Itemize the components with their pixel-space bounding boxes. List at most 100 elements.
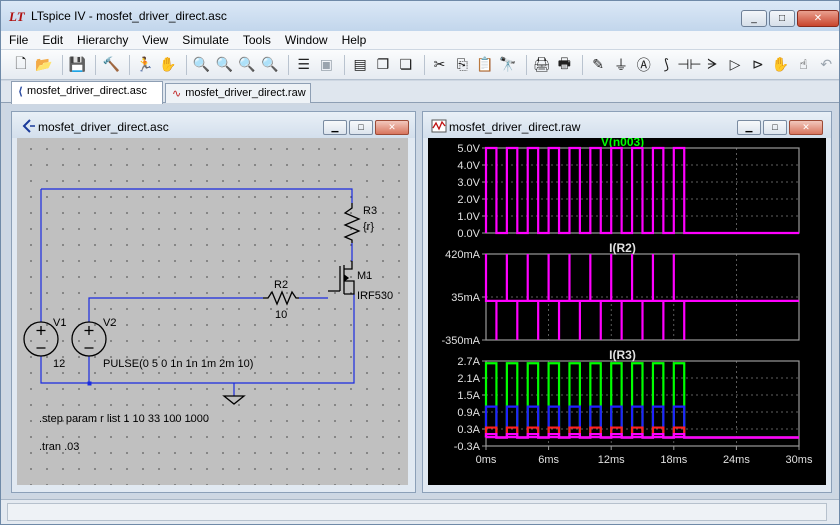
close-button[interactable]: ✕ (797, 10, 839, 27)
fft-icon[interactable]: ▣ (319, 56, 334, 72)
undo-icon[interactable]: ↶ (820, 56, 833, 72)
find-icon[interactable]: 🔭 (499, 56, 517, 72)
ground-icon[interactable]: ⏚ (613, 56, 628, 73)
r2-value-label: 10 (275, 309, 287, 321)
y-tick-label: 1.5A (457, 390, 480, 402)
document-tab-bar: ⟨ mosfet_driver_direct.asc ∿ mosfet_driv… (1, 81, 839, 104)
waveform-window-titlebar[interactable]: mosfet_driver_direct.raw ▁ □ ✕ (423, 112, 831, 138)
zoom-in-icon[interactable]: 🔍 (192, 56, 211, 72)
schematic-canvas[interactable]: R3 {r} M1 IRF530 R2 (17, 138, 408, 485)
wire-v2-to-r2 (88, 297, 263, 322)
menu-edit[interactable]: Edit (42, 33, 64, 47)
y-tick-label: 0.3A (457, 424, 480, 436)
resistor-icon[interactable]: ⟆ (663, 56, 670, 72)
voltage-source-v1: V1 12 (23, 317, 66, 370)
halt-icon[interactable]: ✋ (159, 56, 177, 72)
y-tick-label: 3.0V (457, 177, 480, 189)
zoom-out-icon[interactable]: 🔍 (238, 56, 256, 72)
autoscale-icon[interactable]: ☰ (297, 56, 310, 72)
resistor-r2: R2 10 (263, 279, 299, 321)
component-icon[interactable]: ⊳ (751, 56, 764, 72)
y-tick-label: 2.7A (457, 356, 480, 368)
maximize-button[interactable]: □ (769, 10, 795, 27)
toolbar-separator (423, 54, 425, 75)
label-net-icon[interactable]: Ⓐ (636, 56, 651, 73)
cascade-icon[interactable]: ❐ (376, 56, 390, 72)
resistor-r3: R3 {r} (343, 203, 377, 243)
toolbar-separator (287, 54, 289, 75)
minimize-button[interactable]: _ (741, 10, 767, 27)
v1-name-label: V1 (53, 317, 66, 329)
print-setup-icon[interactable]: 🖨 (532, 56, 551, 72)
capacitor-icon[interactable]: ⊣⊢ (677, 56, 702, 72)
schematic-close-button[interactable]: ✕ (375, 120, 409, 135)
zoom-fit-icon[interactable]: 🔍 (261, 56, 279, 72)
maximize-icon: □ (778, 12, 786, 24)
voltage-source-v2: V2 PULSE(0 5 0 1n 1n 1m 2m 10) (71, 317, 253, 370)
y-tick-label: 2.0V (457, 194, 480, 206)
wires (40, 188, 355, 396)
pan-icon[interactable]: 🔍 (215, 56, 234, 72)
ltspice-logo-icon: LT (9, 9, 25, 24)
waveform-window-title: mosfet_driver_direct.raw (449, 120, 581, 134)
status-bar (1, 499, 839, 524)
tile-vertical-icon[interactable]: ❏ (399, 56, 413, 72)
tran-directive[interactable]: .tran .03 (39, 441, 79, 453)
menu-view[interactable]: View (142, 33, 169, 47)
tab-schematic[interactable]: ⟨ mosfet_driver_direct.asc (11, 81, 163, 104)
schematic-minimize-button[interactable]: ▁ (323, 120, 347, 135)
menu-hierarchy[interactable]: Hierarchy (77, 33, 129, 47)
drag-icon[interactable]: ☝ (799, 56, 808, 72)
waveform-icon: ∿ (172, 88, 182, 100)
waveform-close-button[interactable]: ✕ (789, 120, 823, 135)
tab-schematic-label: mosfet_driver_direct.asc (27, 85, 147, 97)
menu-simulate[interactable]: Simulate (182, 33, 229, 47)
y-tick-label: -350mA (441, 335, 480, 347)
copy-icon[interactable]: ⎘ (456, 56, 468, 72)
y-tick-label: 4.0V (457, 160, 480, 172)
x-tick-label: 30ms (786, 454, 813, 466)
schematic-maximize-button[interactable]: □ (349, 120, 373, 135)
waveform-minimize-button[interactable]: ▁ (737, 120, 761, 135)
window-title: LTspice IV - mosfet_driver_direct.asc (31, 9, 227, 23)
move-icon[interactable]: ✋ (771, 56, 790, 72)
run-icon[interactable]: 🏃 (136, 56, 154, 72)
waveform-maximize-button[interactable]: □ (763, 120, 787, 135)
x-tick-label: 0ms (476, 454, 497, 466)
tab-waveform[interactable]: ∿ mosfet_driver_direct.raw (165, 83, 311, 103)
junction-dot (87, 381, 92, 386)
schematic-icon: ⟨ (18, 86, 24, 98)
close-icon: ✕ (813, 12, 823, 24)
inductor-icon[interactable]: ᗒ (707, 56, 718, 72)
step-directive[interactable]: .step param r list 1 10 33 100 1000 (39, 413, 209, 425)
menu-file[interactable]: File (9, 33, 29, 47)
menu-window[interactable]: Window (284, 33, 328, 47)
diode-icon[interactable]: ▷ (729, 56, 741, 72)
schematic-window: mosfet_driver_direct.asc ▁ □ ✕ (11, 111, 416, 493)
v2-name-label: V2 (103, 317, 116, 329)
r3-value-label: {r} (363, 221, 374, 233)
y-tick-label: 5.0V (457, 143, 480, 155)
ground-symbol (222, 395, 246, 405)
status-message-field (7, 503, 827, 521)
x-tick-label: 24ms (723, 454, 750, 466)
save-icon[interactable]: 💾 (68, 56, 87, 72)
r3-name-label: R3 (363, 205, 377, 217)
draw-wire-icon[interactable]: ✎ (592, 56, 605, 72)
tile-horizontal-icon[interactable]: ▤ (353, 56, 367, 72)
schematic-window-titlebar[interactable]: mosfet_driver_direct.asc ▁ □ ✕ (12, 112, 415, 138)
print-icon[interactable]: 🖶 (557, 54, 571, 71)
open-schematic-icon[interactable]: 🗋 (15, 54, 27, 71)
menu-tools[interactable]: Tools (242, 33, 271, 47)
y-tick-label: 0.9A (457, 407, 480, 419)
cut-icon[interactable]: ✂ (433, 56, 446, 72)
control-panel-icon[interactable]: 🔨 (102, 56, 120, 72)
menu-help[interactable]: Help (341, 33, 367, 47)
open-file-icon[interactable]: 📂 (34, 56, 53, 72)
title-bar[interactable]: LT LTspice IV - mosfet_driver_direct.asc… (1, 1, 839, 31)
paste-icon[interactable]: 📋 (476, 56, 494, 72)
waveform-chart: 5.0V4.0V3.0V2.0V1.0V0.0VV(n003)420mA35mA… (441, 135, 813, 466)
minimize-icon: _ (751, 12, 757, 24)
